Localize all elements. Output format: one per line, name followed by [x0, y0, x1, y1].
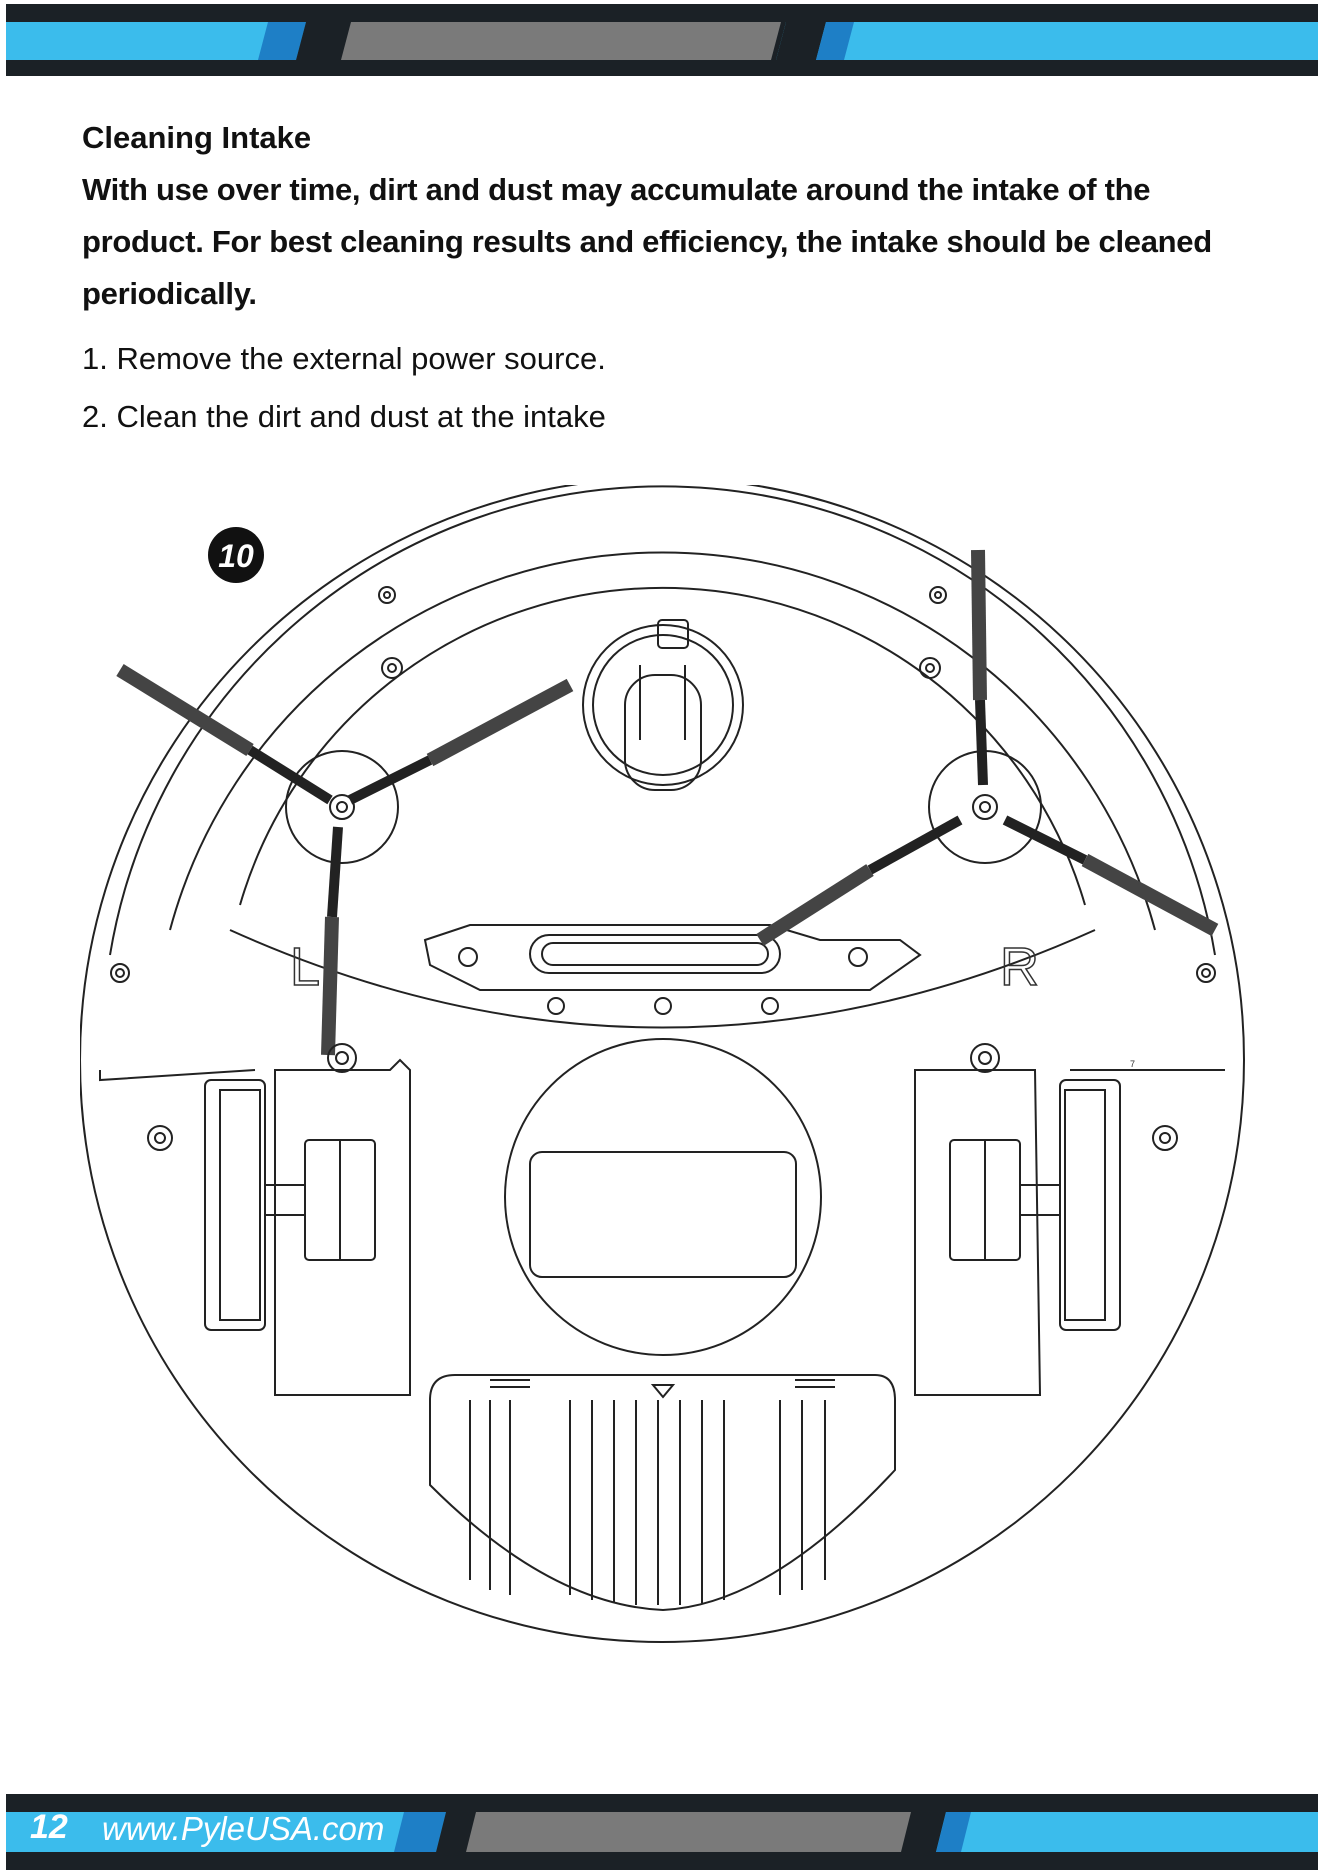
dust-bin [430, 1375, 895, 1610]
page-number: 12 [30, 1808, 68, 1847]
svg-text:10: 10 [218, 538, 254, 574]
section-heading: Cleaning Intake [82, 118, 1242, 158]
step-item: 1. Remove the external power source. [82, 330, 1242, 388]
steps-list: 1. Remove the external power source. 2. … [82, 330, 1242, 446]
left-label: L [290, 937, 320, 997]
top-header-band [6, 4, 1318, 76]
right-side-brush [760, 550, 1215, 940]
left-side-brush [120, 670, 570, 1055]
figure-number-badge: 10 [208, 527, 264, 583]
right-wheel [915, 1044, 1120, 1395]
content-area: Cleaning Intake With use over time, dirt… [82, 118, 1242, 446]
robot-vacuum-underside-diagram: 10 L R 7 [80, 485, 1250, 1665]
left-wheel [205, 1044, 410, 1395]
right-label: R [1000, 937, 1039, 997]
small-mark: 7 [1130, 1059, 1135, 1069]
step-item: 2. Clean the dirt and dust at the intake [82, 388, 1242, 446]
website-link[interactable]: www.PyleUSA.com [102, 1810, 384, 1848]
intro-paragraph: With use over time, dirt and dust may ac… [82, 164, 1242, 320]
